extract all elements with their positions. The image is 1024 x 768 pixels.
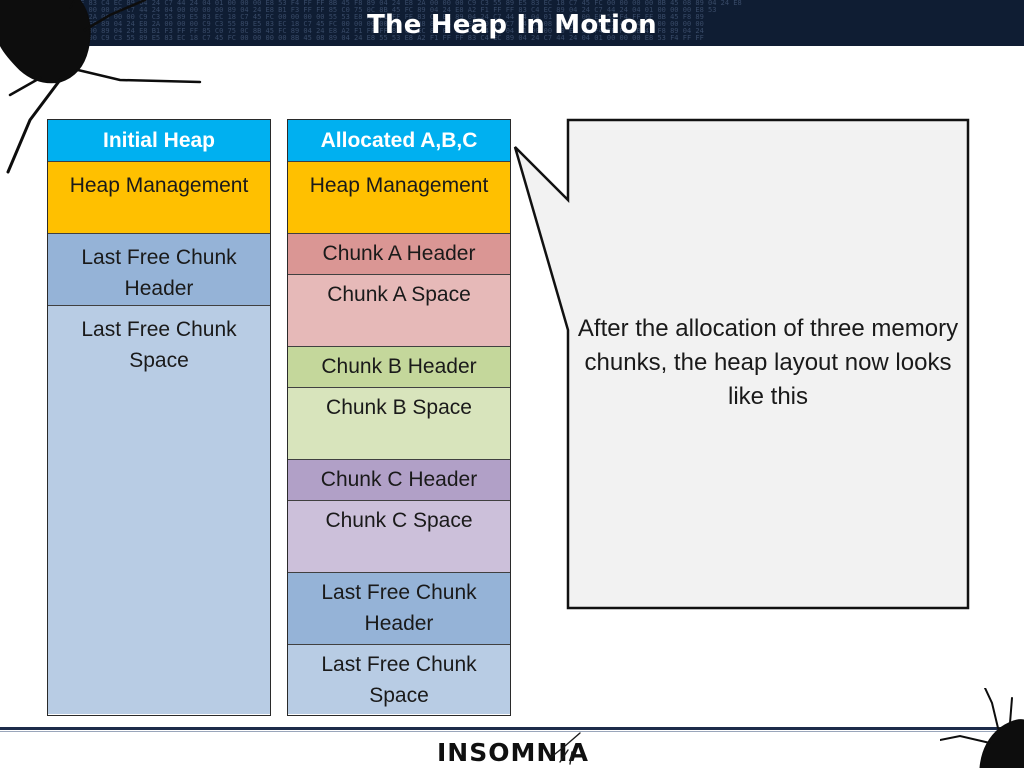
chunk-b-header-cell: Chunk B Header <box>288 347 510 388</box>
chunk-c-space-cell: Chunk C Space <box>288 501 510 573</box>
initial-heap-column: Initial Heap Heap Management Last Free C… <box>47 119 271 716</box>
footer-divider-thin <box>0 731 1024 732</box>
callout-text: After the allocation of three memory chu… <box>577 315 959 410</box>
allocated-heap-header: Allocated A,B,C <box>288 120 510 162</box>
insomnia-logo: INSOMNIA <box>437 738 589 767</box>
last-free-chunk-space-cell: Last Free Chunk Space <box>288 645 510 714</box>
heap-management-cell: Heap Management <box>48 162 270 234</box>
allocated-heap-column: Allocated A,B,C Heap Management Chunk A … <box>287 119 511 716</box>
small-bug-icon <box>549 732 581 765</box>
last-free-chunk-header-cell: Last Free Chunk Header <box>288 573 510 645</box>
initial-heap-header: Initial Heap <box>48 120 270 162</box>
cockroach-icon <box>0 0 202 174</box>
chunk-b-space-cell: Chunk B Space <box>288 388 510 460</box>
chunk-c-header-cell: Chunk C Header <box>288 460 510 501</box>
footer-divider <box>0 727 1024 730</box>
cockroach-icon <box>940 688 1024 768</box>
heap-management-cell: Heap Management <box>288 162 510 234</box>
slide-title: The Heap In Motion <box>367 10 657 40</box>
chunk-a-header-cell: Chunk A Header <box>288 234 510 275</box>
last-free-chunk-header-cell: Last Free Chunk Header <box>48 234 270 306</box>
last-free-chunk-space-cell: Last Free Chunk Space <box>48 306 270 714</box>
chunk-a-space-cell: Chunk A Space <box>288 275 510 347</box>
